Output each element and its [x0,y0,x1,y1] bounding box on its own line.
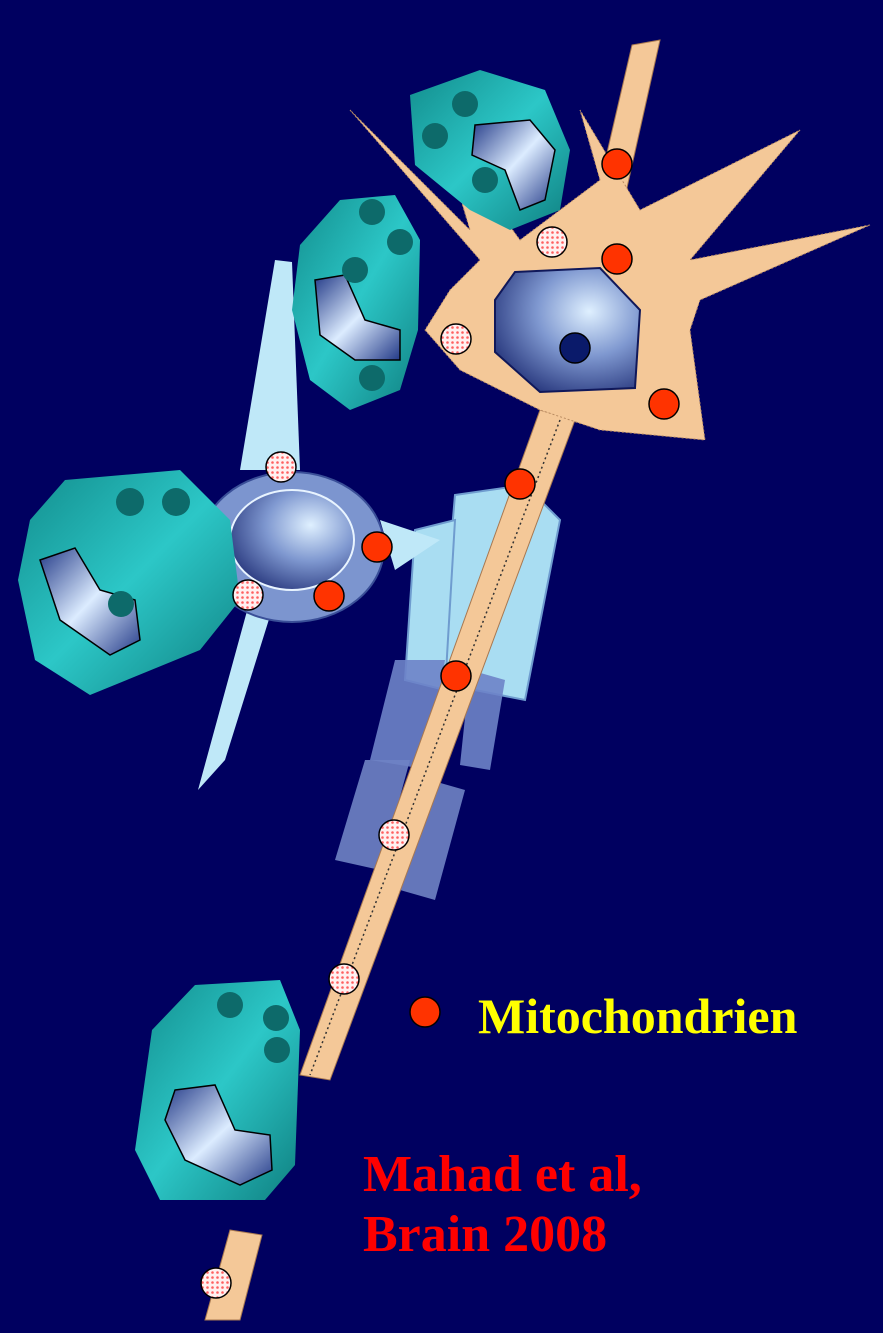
damaged-mitochondrion [266,452,296,482]
microglia-bottom [135,980,300,1200]
damaged-mitochondrion [201,1268,231,1298]
legend-label: Mitochondrien [478,988,797,1044]
microglia-upper [292,195,420,410]
mitochondrion [649,389,679,419]
citation-line-1: Mahad et al, [363,1145,642,1205]
damaged-mitochondrion [329,964,359,994]
mitochondrion [314,581,344,611]
microglia-left [18,470,240,695]
damaged-mitochondrion [441,324,471,354]
mitochondrion [362,532,392,562]
damaged-mitochondrion [379,820,409,850]
mitochondrion [602,149,632,179]
mitochondrion [505,469,535,499]
mitochondrion [441,661,471,691]
mitochondrion [602,244,632,274]
damaged-mitochondrion [233,580,263,610]
damaged-mitochondrion [537,227,567,257]
legend-marker [410,997,440,1027]
citation: Mahad et al, Brain 2008 [363,1145,642,1265]
citation-line-2: Brain 2008 [363,1205,642,1265]
